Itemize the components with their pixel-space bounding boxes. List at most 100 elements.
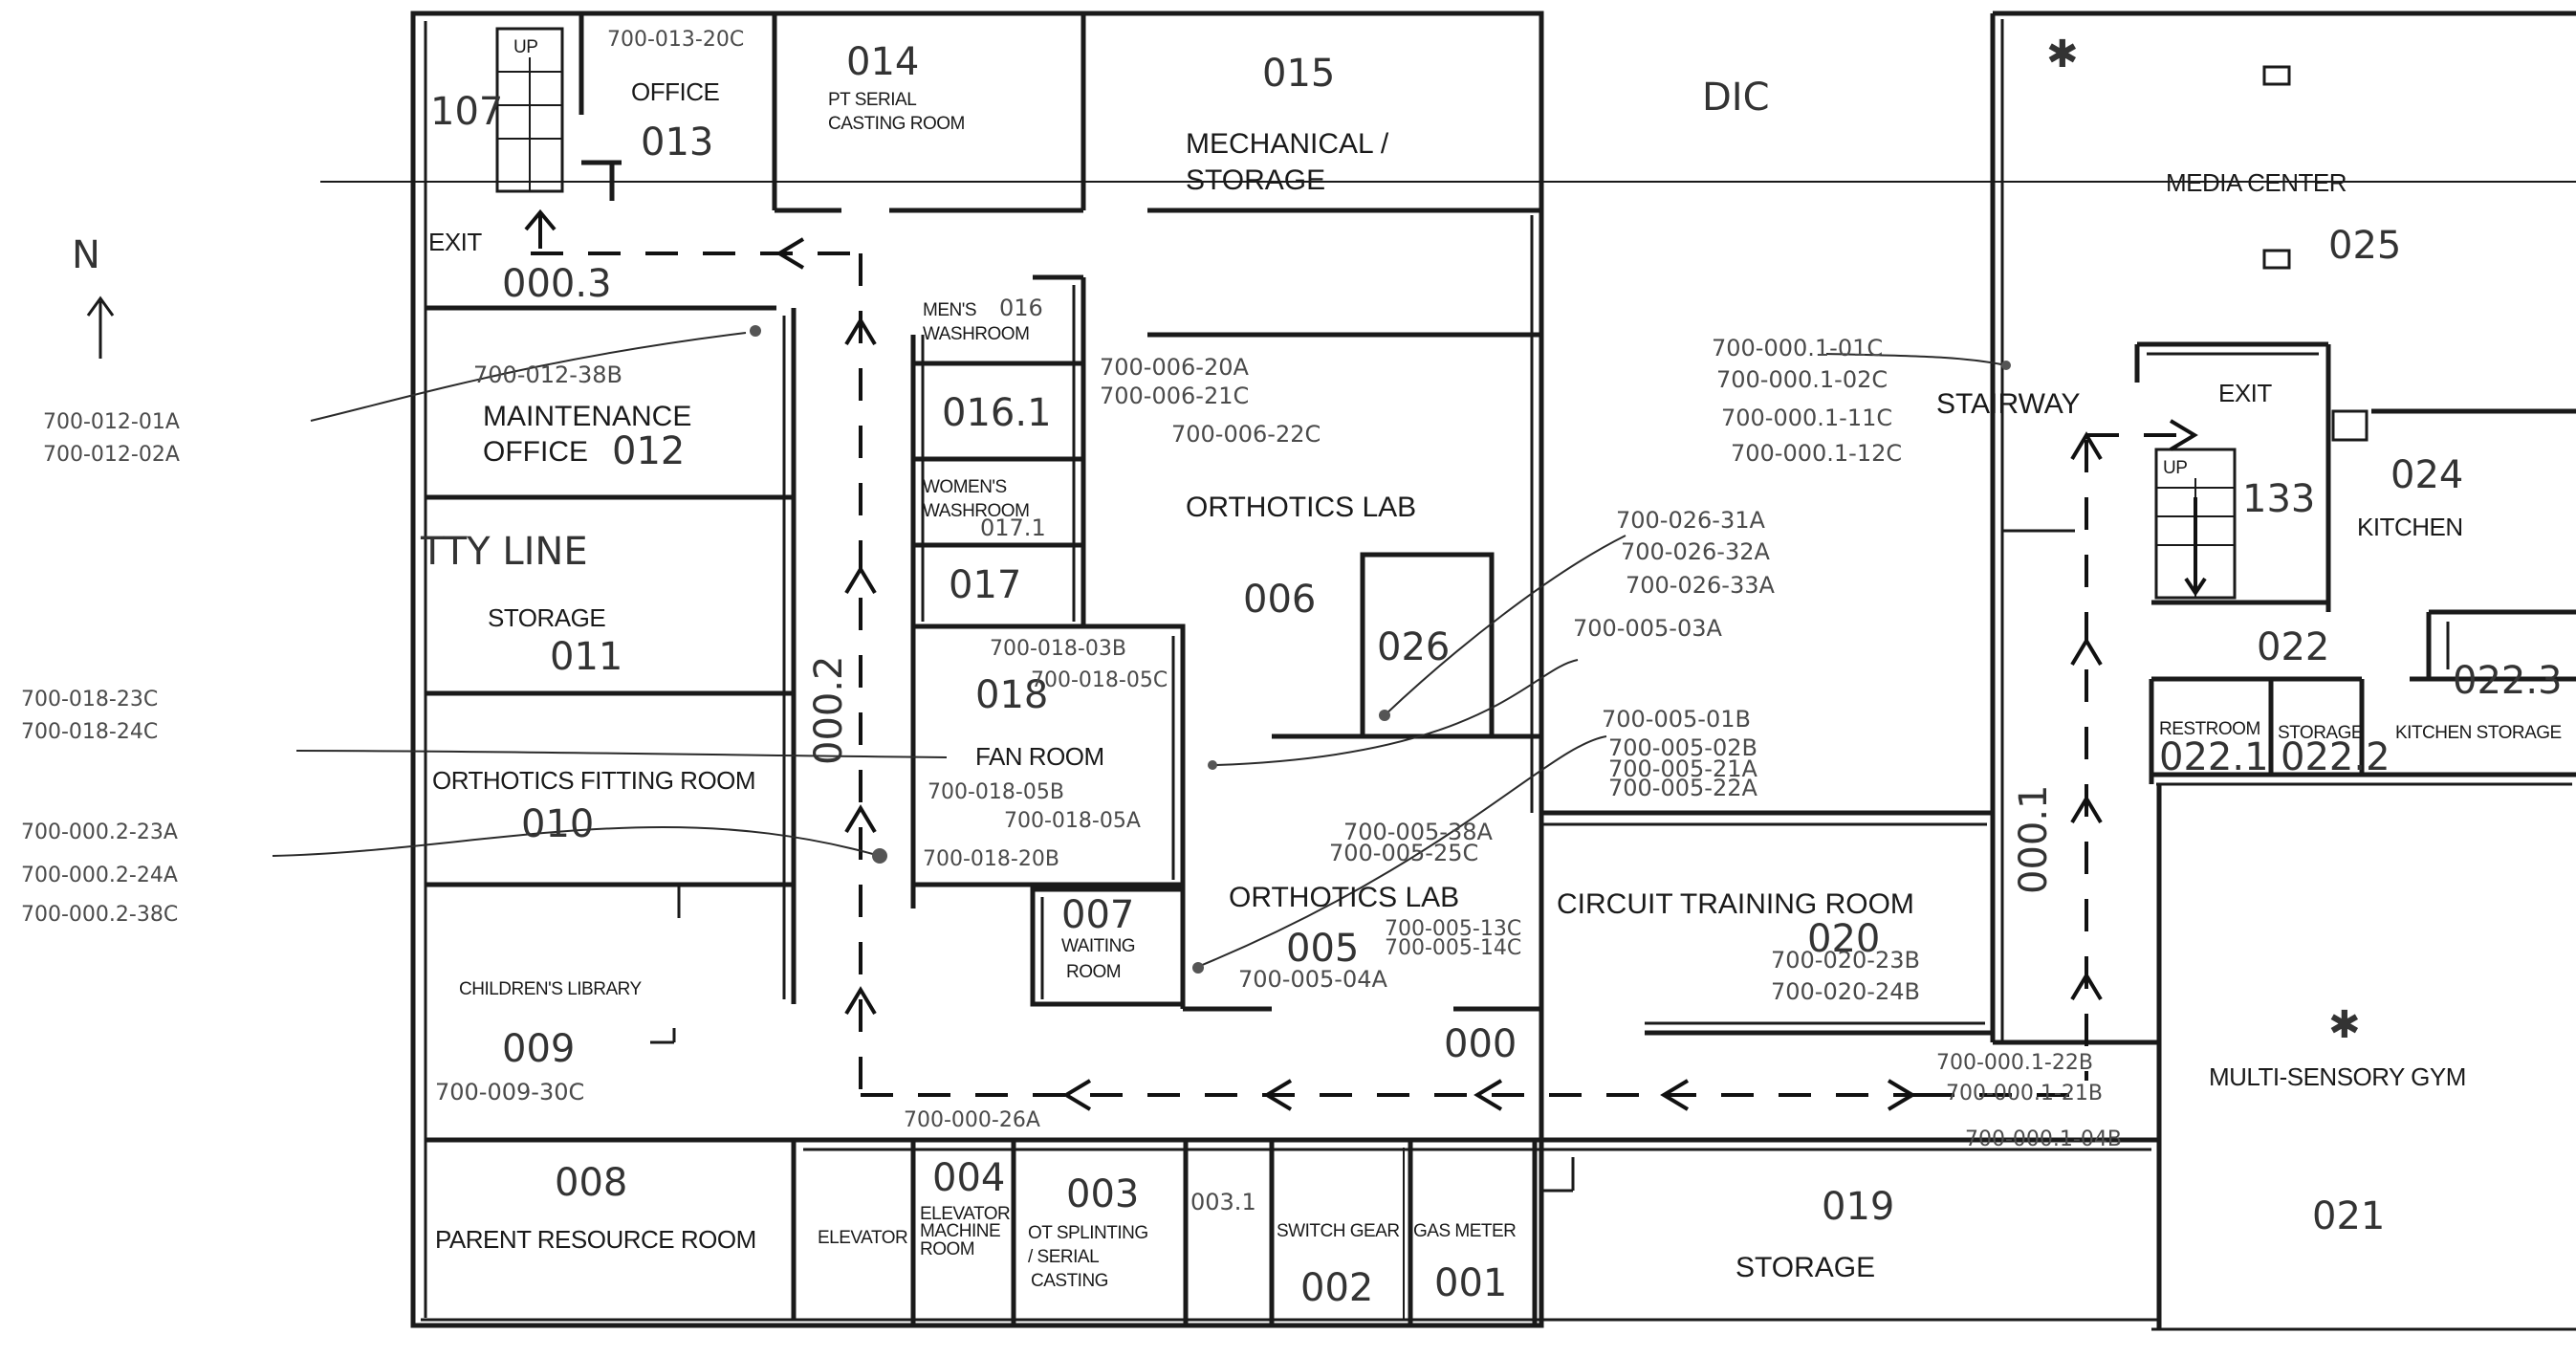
asterisk-icon: ✱ [2046,33,2079,77]
room-0222-label: STORAGE [2278,723,2363,743]
route-arrow-icon [775,237,805,270]
tag: 700-005-22A [1608,775,1757,801]
room-014-label-1: PT SERIAL [828,90,916,110]
corridor-0003: 000.3 [502,262,612,306]
room-026-number: 026 [1377,625,1450,669]
tag: 700-026-33A [1626,572,1775,599]
room-006-label: ORTHOTICS LAB [1186,492,1416,523]
corridor-0001: 000.1 [2012,784,2056,894]
tag: 700-005-14C [1385,936,1521,960]
tag: 700-026-32A [1621,538,1770,565]
tag: 700-006-22C [1171,421,1321,448]
tag: 700-018-05C [1031,668,1168,692]
room-016-label-1: MEN'S [923,300,976,320]
room-012-label-1: MAINTENANCE [483,401,691,432]
route-arrow-icon [1062,1079,1092,1111]
exit-nw-label: EXIT [428,228,482,256]
room-001-number: 001 [1434,1261,1507,1305]
room-018-label: FAN ROOM [975,742,1104,771]
dic-label: DIC [1702,76,1770,120]
kitchen-storage-label: KITCHEN STORAGE [2395,723,2562,743]
room-021-number: 021 [2312,1194,2385,1238]
tag: 700-000.1-12C [1731,440,1902,467]
room-015-number: 015 [1262,52,1335,96]
tag: 700-000.1-04B [1965,1127,2122,1151]
room-0222-number: 022.2 [2281,735,2390,779]
tag: 700-020-23B [1771,947,1920,974]
tag: 700-005-02B [1608,734,1757,761]
route-arrow-icon [844,986,877,1016]
room-018-number: 018 [975,673,1048,717]
room-014-label-2: CASTING ROOM [828,114,965,134]
walls [320,11,2576,1331]
room-005-label: ORTHOTICS LAB [1229,882,1459,913]
room-107: 107 [430,90,503,134]
room-009-number: 009 [502,1027,575,1071]
route-arrow-icon [844,804,877,834]
route-arrow-icon [1474,1079,1503,1111]
room-004-label-2: MACHINE [920,1221,1000,1241]
tag: 700-000.1-11C [1721,405,1892,431]
room-024-number: 024 [2390,453,2463,497]
tag: 700-018-05A [1004,809,1141,833]
room-004-label-3: ROOM [920,1239,974,1259]
room-007-number: 007 [1061,893,1134,937]
room-010-label: ORTHOTICS FITTING ROOM [432,766,755,795]
room-016-number: 016 [999,295,1043,321]
room-020-number: 020 [1807,917,1880,961]
evacuation-route [524,208,2207,1111]
tag: 700-018-20B [923,847,1059,871]
tag: 700-018-03B [990,637,1126,661]
room-0223-number: 022.3 [2453,659,2563,703]
tag: 700-026-31A [1616,507,1765,534]
room-0171-label-2: WASHROOM [923,501,1029,521]
tag-012: 700-012-38B [473,361,622,388]
room-025-number: 025 [2328,224,2401,268]
room-025-label: MEDIA CENTER [2166,168,2347,197]
tag: 700-000-26A [904,1108,1040,1132]
room-002-label: SWITCH GEAR [1277,1221,1400,1241]
tag: 700-020-24B [1771,978,1920,1005]
tag: 700-005-38A [1343,819,1493,845]
room-011-number: 011 [550,635,622,679]
room-012-label-2: OFFICE [483,436,588,468]
room-0171-label-1: WOMEN'S [923,477,1007,497]
exit-ne-label: EXIT [2218,379,2272,407]
room-office-label: OFFICE [631,77,719,106]
stairway-label: STAIRWAY [1936,388,2081,420]
tag: 700-000.1-02C [1716,366,1888,393]
room-003-label-2: / SERIAL [1028,1247,1099,1267]
room-024-label: KITCHEN [2357,513,2463,541]
device-tags: 700-012-01A 700-012-02A 700-018-23C 700-… [21,335,2122,1151]
room-007-label-2: ROOM [1066,962,1121,982]
room-labels: 107 UP 700-013-20C OFFICE 013 014 PT SER… [420,28,2563,1310]
asterisk-icon: ✱ [2328,1003,2361,1047]
tag: 700-018-24C [21,720,158,744]
room-004-label-1: ELEVATOR [920,1204,1010,1224]
stair-up-label: UP [513,37,537,57]
room-003-number: 003 [1066,1172,1139,1216]
device-dot-icon [2001,361,2011,370]
room-016-label-2: WASHROOM [923,324,1029,344]
room-0221-number: 022.1 [2159,735,2269,779]
tty-line: TTY LINE [420,530,588,574]
tag: 700-000.1-21B [1946,1082,2103,1105]
room-007-label-1: WAITING [1061,936,1135,956]
device-dot-icon [1208,760,1217,770]
route-arrow-icon [2070,637,2103,667]
room-003-label-3: CASTING [1031,1271,1108,1291]
room-133-number: 133 [2242,477,2315,521]
room-002-number: 002 [1300,1266,1373,1310]
corridor-0002: 000.2 [807,655,851,765]
room-019-number: 019 [1822,1185,1894,1229]
route-arrow-icon [844,317,877,346]
tag: 700-018-23C [21,688,158,711]
tag: 700-006-20A [1100,354,1249,381]
route-arrow-icon [844,565,877,595]
route-arrow-icon [1263,1079,1293,1111]
room-003-label-1: OT SPLINTING [1028,1223,1148,1243]
room-020-label: CIRCUIT TRAINING ROOM [1557,888,1914,920]
stair-ne-up-label: UP [2163,458,2187,478]
room-0161-number: 016.1 [942,391,1052,435]
device-dot-icon [750,325,761,337]
